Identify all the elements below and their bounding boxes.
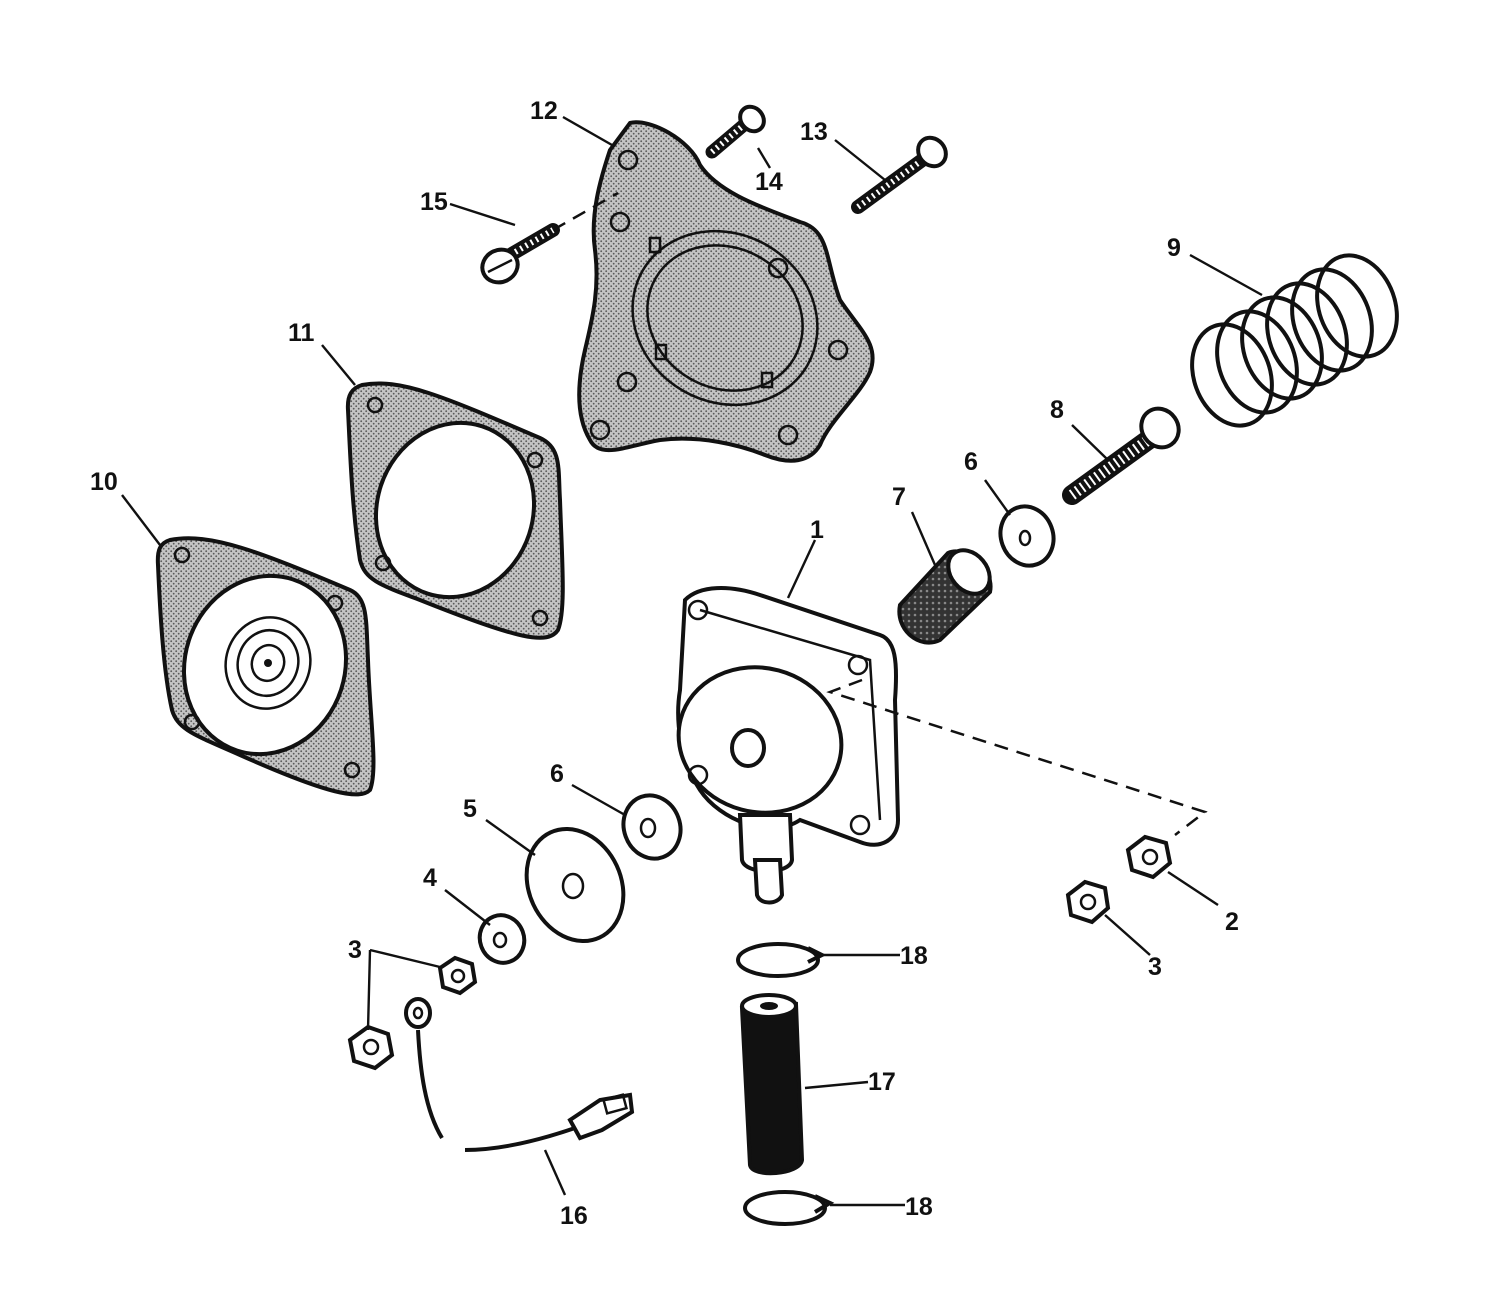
filter-screen-part-7	[897, 548, 993, 645]
washer-part-5	[524, 826, 626, 944]
hose-part-17	[739, 993, 805, 1176]
callout-18-lower: 18	[905, 1193, 933, 1221]
callout-13: 13	[800, 118, 828, 146]
callout-3-right: 3	[1148, 953, 1162, 981]
callout-18-upper: 18	[900, 942, 928, 970]
callout-6-upper: 6	[964, 448, 978, 476]
lock-washer-part-4	[477, 913, 527, 965]
gasket-part-11	[345, 381, 565, 640]
leader-lines	[121, 115, 1263, 1207]
screw-part-15	[480, 191, 619, 285]
callout-8: 8	[1050, 396, 1064, 424]
bolt-part-8	[1062, 406, 1181, 505]
callout-15: 15	[420, 188, 448, 216]
callout-6-lower: 6	[550, 760, 564, 788]
callout-labels: 1 2 3 3 4 5 6 6 7 8 9 10 11 12 13 14 15 …	[90, 97, 1239, 1230]
alignment-dashed-line	[826, 678, 1208, 836]
callout-14: 14	[755, 168, 783, 196]
screw-part-14	[705, 104, 766, 159]
hose-clip-part-18-lower	[743, 1190, 835, 1226]
diaphragm-part-10	[155, 536, 376, 797]
callout-16: 16	[560, 1202, 588, 1230]
callout-5: 5	[463, 795, 477, 823]
callout-3-left: 3	[348, 936, 362, 964]
nut-part-2	[1125, 834, 1173, 880]
callout-17: 17	[868, 1068, 896, 1096]
hose-clip-part-18-upper	[736, 942, 827, 978]
nut-part-3-lower-left	[347, 1024, 395, 1071]
pump-body-part-1	[676, 586, 901, 905]
nut-part-3-right	[1065, 879, 1111, 925]
callout-2: 2	[1225, 908, 1239, 936]
pump-cover-part-12	[577, 120, 875, 463]
callout-7: 7	[892, 483, 906, 511]
screw-part-13	[851, 135, 948, 214]
washer-part-6-upper	[998, 504, 1056, 568]
ground-wire-part-16	[404, 997, 635, 1152]
callout-10: 10	[90, 468, 118, 496]
callout-1: 1	[810, 516, 824, 544]
washer-part-6-lower	[621, 793, 683, 861]
callout-11: 11	[288, 319, 315, 347]
callout-4: 4	[423, 864, 437, 892]
nut-part-3-upper-left	[437, 955, 478, 996]
callout-9: 9	[1167, 234, 1181, 262]
callout-12: 12	[530, 97, 558, 125]
spring-part-9	[1190, 253, 1399, 428]
